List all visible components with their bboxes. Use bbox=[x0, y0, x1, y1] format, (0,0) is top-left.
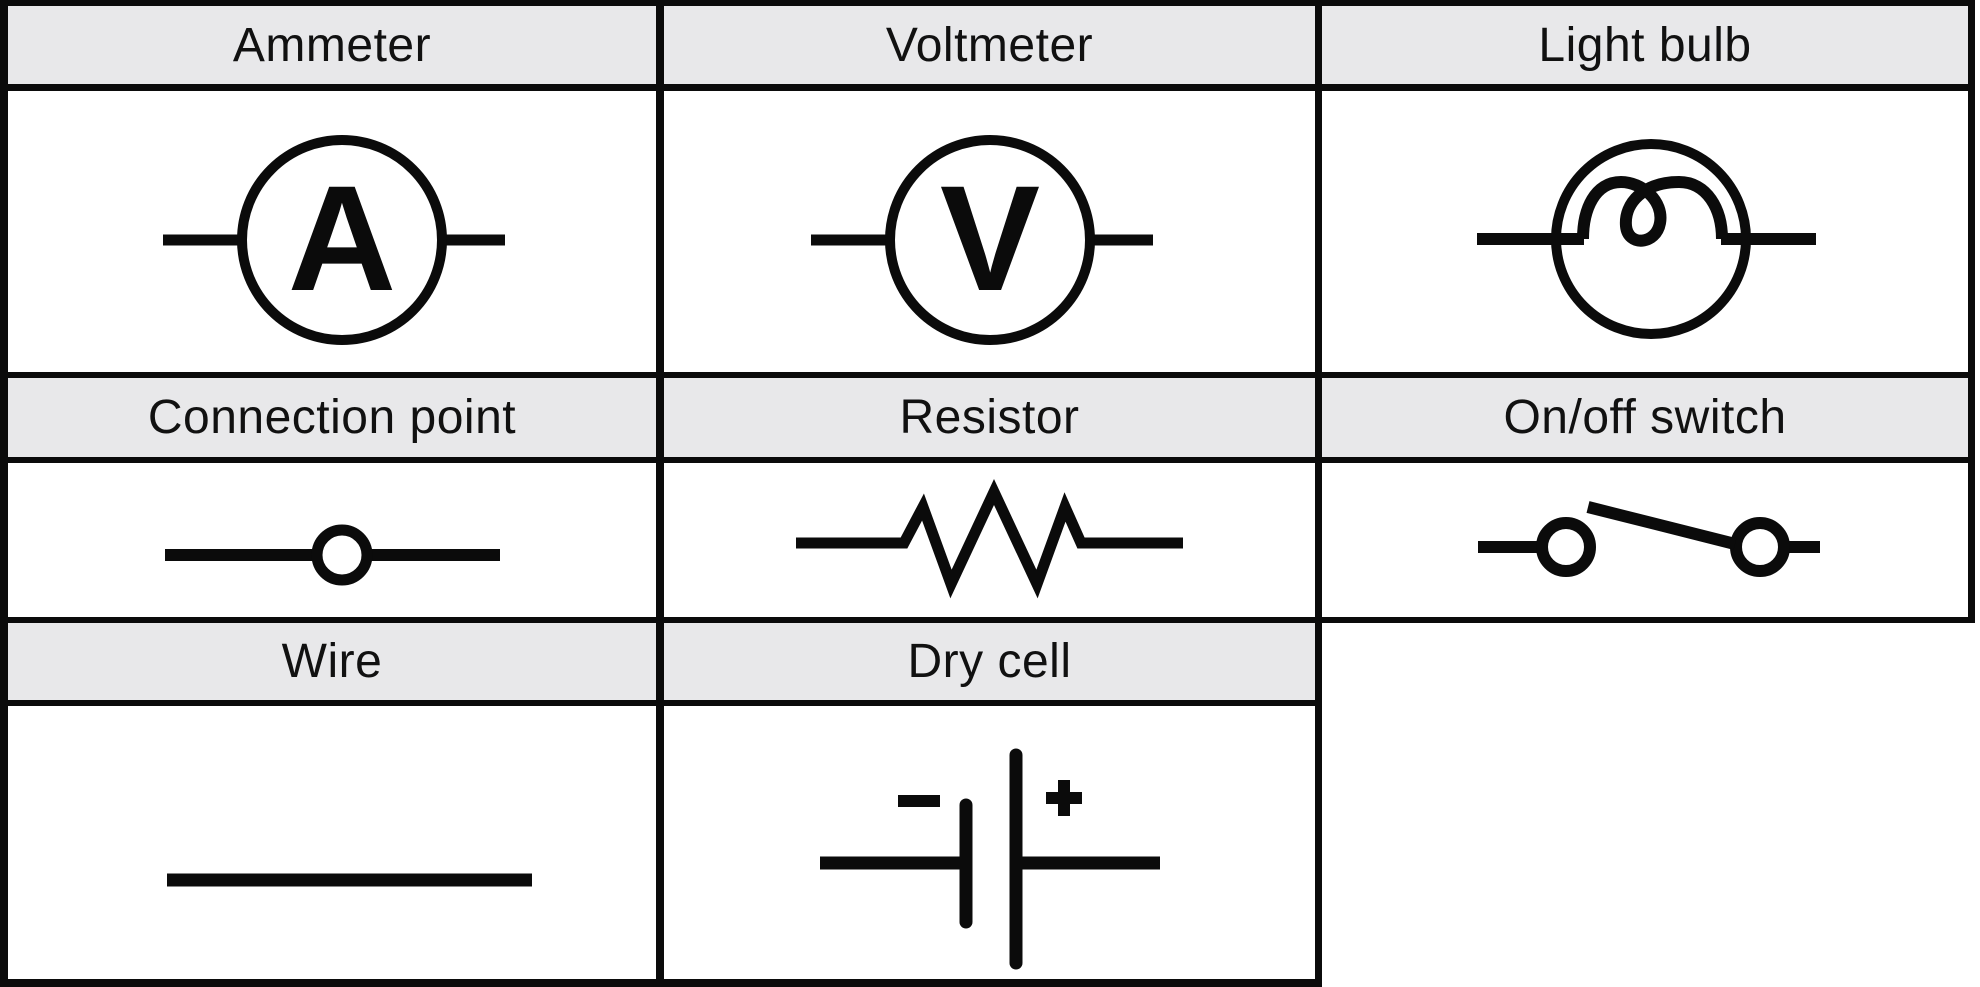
border-top bbox=[0, 0, 1975, 6]
light-bulb-symbol-icon bbox=[1477, 139, 1816, 339]
ammeter-letter: A bbox=[288, 154, 396, 322]
header-on-off-switch-label: On/off switch bbox=[1503, 391, 1787, 444]
resistor-zigzag bbox=[796, 479, 1183, 599]
border-column-1-2 bbox=[656, 0, 664, 987]
border-left bbox=[0, 0, 8, 987]
resistor-symbol-icon bbox=[796, 479, 1183, 599]
connection-node bbox=[311, 524, 373, 586]
plus-sign-icon bbox=[1046, 780, 1082, 816]
header-light-bulb: Light bulb bbox=[1322, 6, 1968, 84]
header-ammeter: Ammeter bbox=[8, 6, 656, 84]
on-off-switch-symbol-icon bbox=[1478, 501, 1820, 577]
wire-symbol-icon bbox=[167, 873, 532, 887]
border-under-header-row2 bbox=[0, 457, 1975, 463]
ammeter-cell: A bbox=[8, 91, 656, 372]
voltmeter-symbol-icon: V bbox=[811, 135, 1153, 345]
ammeter-symbol-icon: A bbox=[163, 135, 505, 345]
voltmeter-cell: V bbox=[664, 91, 1315, 372]
switch-left-contact bbox=[1536, 517, 1596, 577]
resistor-cell bbox=[664, 463, 1315, 617]
switch-right-contact bbox=[1730, 517, 1790, 577]
header-connection-point: Connection point bbox=[8, 378, 656, 457]
header-dry-cell-label: Dry cell bbox=[907, 635, 1072, 688]
voltmeter-letter: V bbox=[940, 154, 1040, 322]
border-right bbox=[1968, 0, 1975, 623]
header-dry-cell: Dry cell bbox=[664, 623, 1315, 700]
header-resistor: Resistor bbox=[664, 378, 1315, 457]
header-voltmeter: Voltmeter bbox=[664, 6, 1315, 84]
voltmeter-ring bbox=[885, 135, 1095, 345]
header-wire: Wire bbox=[8, 623, 656, 700]
connection-point-symbol-icon bbox=[165, 524, 500, 586]
header-voltmeter-label: Voltmeter bbox=[885, 18, 1094, 72]
header-connection-point-label: Connection point bbox=[147, 391, 517, 444]
dry-cell-cell bbox=[664, 706, 1315, 979]
header-ammeter-label: Ammeter bbox=[232, 18, 432, 72]
header-light-bulb-label: Light bulb bbox=[1538, 18, 1752, 72]
on-off-switch-cell bbox=[1322, 463, 1968, 617]
switch-lever bbox=[1586, 501, 1737, 550]
border-under-header-row1 bbox=[0, 84, 1975, 91]
light-bulb-cell bbox=[1322, 91, 1968, 372]
border-under-content-row1 bbox=[0, 372, 1975, 378]
wire-cell bbox=[8, 706, 656, 979]
header-on-off-switch: On/off switch bbox=[1322, 378, 1968, 457]
ammeter-ring bbox=[237, 135, 447, 345]
dry-cell-symbol-icon bbox=[820, 748, 1160, 970]
connection-point-cell bbox=[8, 463, 656, 617]
header-wire-label: Wire bbox=[281, 635, 383, 688]
header-resistor-label: Resistor bbox=[899, 391, 1080, 444]
bulb-filament bbox=[1577, 176, 1728, 247]
border-under-content-row2 bbox=[0, 617, 1975, 623]
border-column-2-3 bbox=[1315, 0, 1322, 987]
